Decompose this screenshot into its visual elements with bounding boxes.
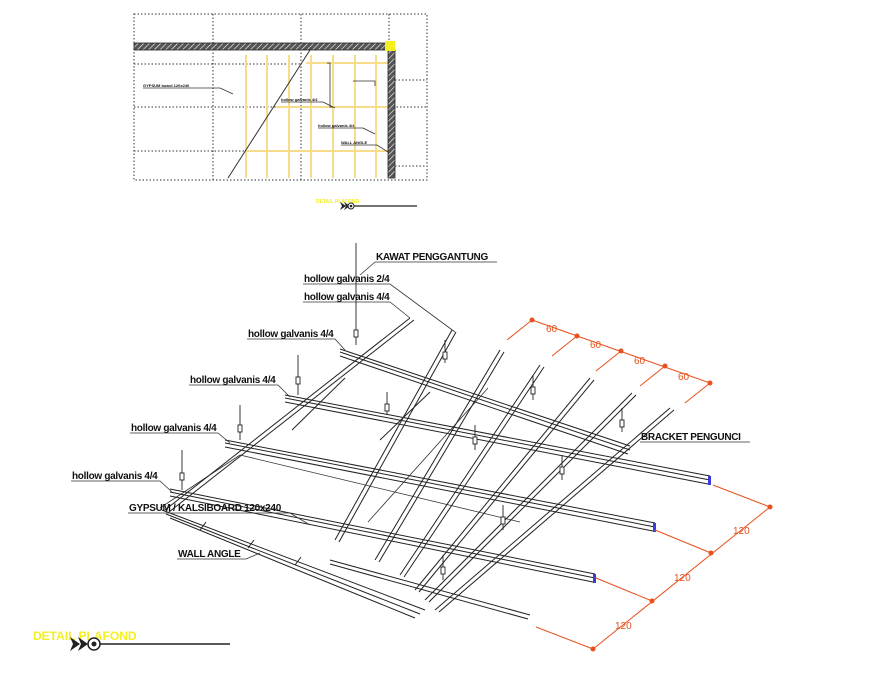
plan-yellow-grid	[245, 55, 388, 178]
plan-cut-line	[227, 49, 311, 179]
main-title: DETAIL PLAFOND	[33, 629, 137, 643]
dim-60-3: 60	[634, 356, 646, 367]
dimension-lines-right	[535, 484, 771, 650]
label-gypsum-board: GYPSUM / KALSIBOARD 120x240	[129, 503, 282, 514]
dimension-dots-top	[529, 317, 713, 386]
label-hollow-44-d: hollow galvanis 4/4	[131, 423, 217, 434]
hanger-wires	[179, 243, 625, 580]
dimension-lines-top	[506, 319, 711, 404]
plan-label-hollow-a: hollow galvanis 4/4	[281, 97, 318, 102]
runner-end-caps	[593, 476, 711, 583]
plan-label-wall-angle: WALL ANGLE	[341, 140, 368, 145]
plan-labels: GYPSUM board 120x240 hollow galvanis 4/4…	[143, 83, 389, 153]
dim-60-4: 60	[678, 372, 690, 383]
plan-title: DETAIL PLAFOND	[316, 199, 360, 205]
label-hollow-24: hollow galvanis 2/4	[304, 274, 390, 285]
dim-120-3: 120	[615, 621, 632, 632]
dim-120-1: 120	[733, 526, 750, 537]
cross-hollows	[164, 317, 675, 613]
plan-label-hollow-b: hollow galvanis 4/4	[318, 123, 355, 128]
section-arrow-icon	[70, 637, 88, 651]
main-runners	[169, 348, 711, 620]
callout-labels: KAWAT PENGGANTUNG hollow galvanis 2/4 ho…	[72, 252, 741, 560]
plan-frame	[133, 13, 428, 181]
dimension-dots-right	[590, 504, 773, 652]
label-hollow-44-c: hollow galvanis 4/4	[190, 375, 276, 386]
dim-60-2: 60	[590, 340, 602, 351]
main-title-marker: DETAIL PLAFOND	[33, 629, 230, 651]
label-hollow-44-e: hollow galvanis 4/4	[72, 471, 158, 482]
plan-view: GYPSUM board 120x240 hollow galvanis 4/4…	[133, 13, 428, 210]
dim-60-1: 60	[546, 324, 558, 335]
plan-wall-right	[387, 49, 396, 179]
dimension-labels-top: 60 60 60 60	[546, 324, 690, 383]
plan-dotted-grid	[134, 14, 427, 180]
label-kawat-penggantung: KAWAT PENGGANTUNG	[376, 252, 488, 263]
isometric-view: KAWAT PENGGANTUNG hollow galvanis 2/4 ho…	[33, 243, 773, 652]
label-hollow-44-a: hollow galvanis 4/4	[304, 292, 390, 303]
plan-label-gypsum: GYPSUM board 120x240	[143, 83, 190, 88]
dimension-labels-right: 120 120 120	[615, 526, 750, 632]
gypsum-board	[159, 387, 521, 523]
leader-lines	[71, 261, 750, 560]
plan-dim-ticks	[327, 62, 376, 108]
label-bracket-pengunci: BRACKET PENGUNCI	[641, 432, 741, 443]
label-wall-angle: WALL ANGLE	[178, 549, 241, 560]
plan-title-marker: DETAIL PLAFOND	[316, 199, 417, 210]
plan-corner-marker	[385, 41, 395, 51]
label-hollow-44-b: hollow galvanis 4/4	[248, 329, 334, 340]
wall-angle	[161, 509, 426, 619]
dim-120-2: 120	[674, 573, 691, 584]
plan-wall-top	[133, 42, 391, 51]
